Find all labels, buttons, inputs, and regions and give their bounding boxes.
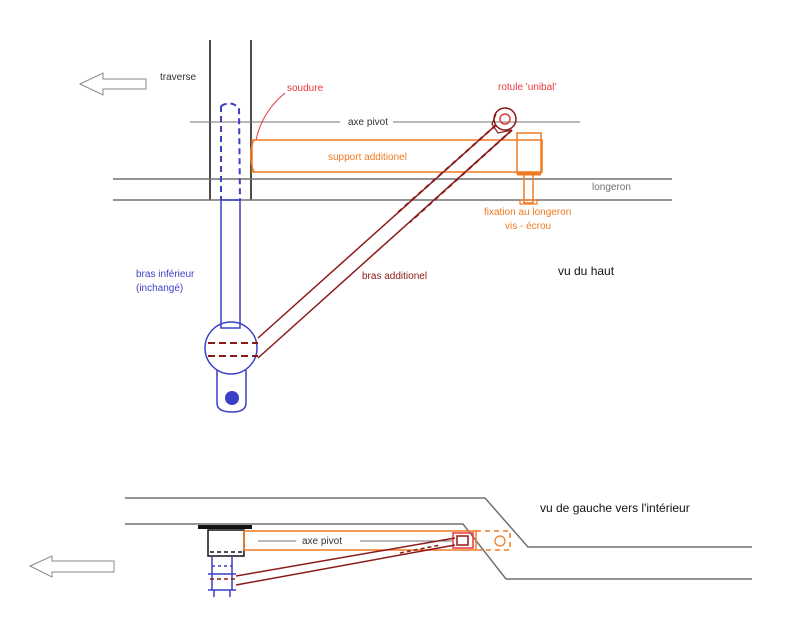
fixation-side-hole — [494, 535, 506, 547]
fixation-label: fixation au longeron vis - écrou — [484, 207, 574, 232]
rotule-side-outer — [452, 532, 474, 549]
rotule-housing — [491, 113, 513, 134]
axe-pivot-bottom-label: axe pivot — [302, 536, 342, 547]
vu-de-gauche-label: vu de gauche vers l'intérieur — [540, 501, 690, 515]
fixation-washer — [519, 199, 538, 205]
chassis-profile-top — [125, 497, 752, 548]
top-view: traverse longeron axe pivot bras inférie… — [78, 40, 672, 413]
support-additionel-bar — [251, 139, 543, 173]
bras-inferieur-label: bras inférieur (inchangé) — [136, 269, 197, 294]
soudure-leader — [255, 92, 286, 141]
fixation-block — [516, 132, 542, 174]
bras-inferieur-ball — [225, 391, 239, 405]
rotule-side-inner — [456, 535, 469, 546]
rotule-outer — [493, 107, 517, 131]
bras-additionel-hidden-end — [208, 342, 258, 357]
fixation-bolt — [523, 172, 534, 204]
bras-inferieur-body — [220, 199, 241, 329]
bras-additionel-line-a — [257, 124, 497, 339]
longeron-label: longeron — [592, 182, 631, 193]
bras-additionel-line-b — [257, 129, 513, 359]
direction-arrow-icon — [78, 72, 147, 96]
bras-additionel-side-b — [235, 544, 456, 586]
side-view: vu de gauche vers l'intérieur axe pivot — [28, 497, 752, 597]
soudure-label: soudure — [287, 83, 324, 94]
rotule-label: rotule 'unibal' — [498, 82, 556, 93]
bras-additionel-hidden — [394, 124, 513, 223]
bras-inferieur-joint — [204, 321, 258, 375]
vu-du-haut-label: vu du haut — [558, 264, 615, 278]
bras-inferieur-side — [208, 556, 236, 597]
hidden-bras-outline — [220, 102, 241, 201]
soudure-bead — [249, 139, 255, 173]
bras-inferieur-tip — [216, 370, 247, 413]
bras-additionel-label: bras additionel — [362, 271, 427, 282]
support-additionel-side — [243, 530, 477, 551]
support-label: support additionel — [328, 152, 407, 163]
bras-additionel-side-a — [235, 537, 456, 577]
rotule-inner — [499, 113, 511, 125]
direction-arrow-bottom-icon — [28, 555, 115, 578]
axe-pivot-top-label: axe pivot — [348, 117, 388, 128]
chassis-profile-bottom — [125, 523, 752, 580]
traverse-label: traverse — [160, 72, 197, 83]
